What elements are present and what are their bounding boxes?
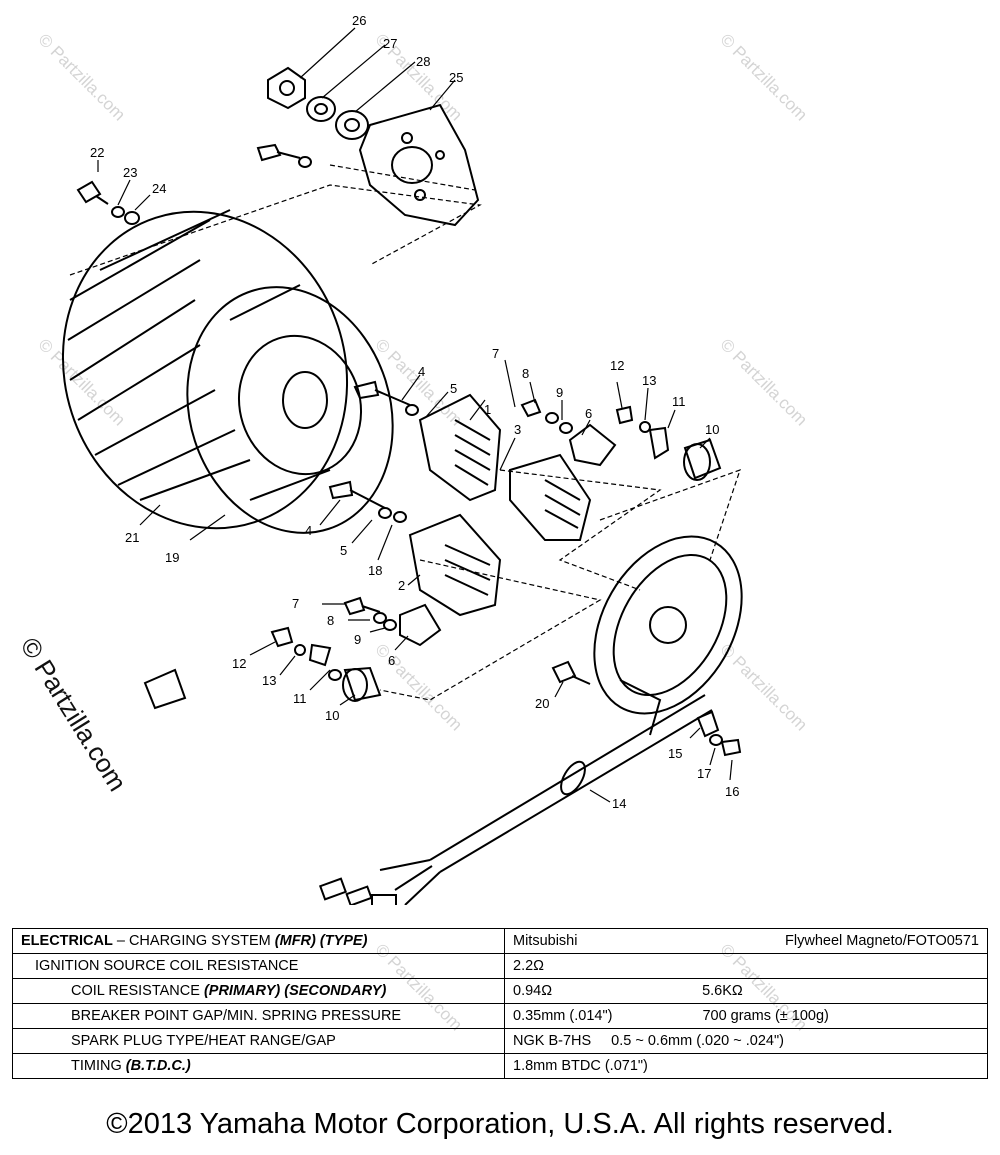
callout-17: 17: [697, 766, 711, 781]
screw-22: [76, 180, 109, 205]
callout-12: 12: [610, 358, 624, 373]
table-row: SPARK PLUG TYPE/HEAT RANGE/GAP NGK B-7HS…: [12, 1028, 988, 1054]
copyright-notice: ©2013 Yamaha Motor Corporation, U.S.A. A…: [106, 1108, 894, 1140]
coil-1: [418, 393, 502, 502]
electrical-spec-table: ELECTRICAL – CHARGING SYSTEM (MFR) (TYPE…: [12, 928, 988, 1079]
condenser-10-lower: [342, 666, 382, 702]
flywheel-magneto-exploded-diagram: 26 27 28 25 22 23 24 7 8 9 12 13 11 10 4…: [61, 13, 743, 905]
nut-26: [267, 66, 306, 110]
callout-8-lower: 8: [327, 613, 334, 628]
callout-7-lower: 7: [292, 596, 299, 611]
stator-base-plate: [593, 535, 743, 736]
callout-18: 18: [368, 563, 382, 578]
table-row: BREAKER POINT GAP/MIN. SPRING PRESSURE 0…: [12, 1003, 988, 1029]
table-row: ELECTRICAL – CHARGING SYSTEM (MFR) (TYPE…: [12, 928, 988, 954]
callout-11-lower: 11: [293, 691, 307, 706]
callout-4: 4: [418, 364, 425, 379]
flywheel-21: [61, 209, 349, 530]
callout-8: 8: [522, 366, 529, 381]
callout-6: 6: [585, 406, 592, 421]
callout-2: 2: [398, 578, 405, 593]
callout-15: 15: [668, 746, 682, 761]
callout-9: 9: [556, 385, 563, 400]
callout-6-lower: 6: [388, 653, 395, 668]
callout-11: 11: [672, 394, 686, 409]
callout-23: 23: [123, 165, 137, 180]
table-row: TIMING (B.T.D.C.) 1.8mm BTDC (.071"): [12, 1053, 988, 1079]
callout-7: 7: [492, 346, 499, 361]
breaker-points-6: [399, 423, 617, 647]
callout-13: 13: [642, 373, 656, 388]
callout-24: 24: [152, 181, 166, 196]
callout-10: 10: [705, 422, 719, 437]
callout-1: 1: [484, 402, 491, 417]
callout-21: 21: [125, 530, 139, 545]
callout-labels: 26 27 28 25 22 23 24 7 8 9 12 13 11 10 4…: [90, 13, 739, 811]
table-row: IGNITION SOURCE COIL RESISTANCE 2.2Ω: [12, 953, 988, 979]
plate-25: [358, 103, 480, 227]
callout-22: 22: [90, 145, 104, 160]
callout-19: 19: [165, 550, 179, 565]
callout-25: 25: [449, 70, 463, 85]
callout-13-lower: 13: [262, 673, 276, 688]
callout-20: 20: [535, 696, 549, 711]
callout-28: 28: [416, 54, 430, 69]
callout-3: 3: [514, 422, 521, 437]
coil-3: [509, 453, 592, 541]
callout-10-lower: 10: [325, 708, 339, 723]
washer-27: [306, 96, 336, 122]
condenser-10: [683, 438, 722, 481]
callout-16: 16: [725, 784, 739, 799]
callout-14: 14: [612, 796, 626, 811]
washer-28: [335, 110, 369, 140]
callout-5: 5: [450, 381, 457, 396]
table-row: COIL RESISTANCE (PRIMARY) (SECONDARY) 0.…: [12, 978, 988, 1004]
rotor-19: [186, 284, 394, 534]
callout-9-lower: 9: [354, 632, 361, 647]
callout-4-lower: 4: [305, 523, 312, 538]
callout-5-lower: 5: [340, 543, 347, 558]
screw-small: [256, 143, 312, 168]
callout-12-lower: 12: [232, 656, 246, 671]
coil-2: [408, 513, 502, 617]
wire-harness-14: [318, 694, 713, 905]
callout-27: 27: [383, 36, 397, 51]
callout-26: 26: [352, 13, 366, 28]
